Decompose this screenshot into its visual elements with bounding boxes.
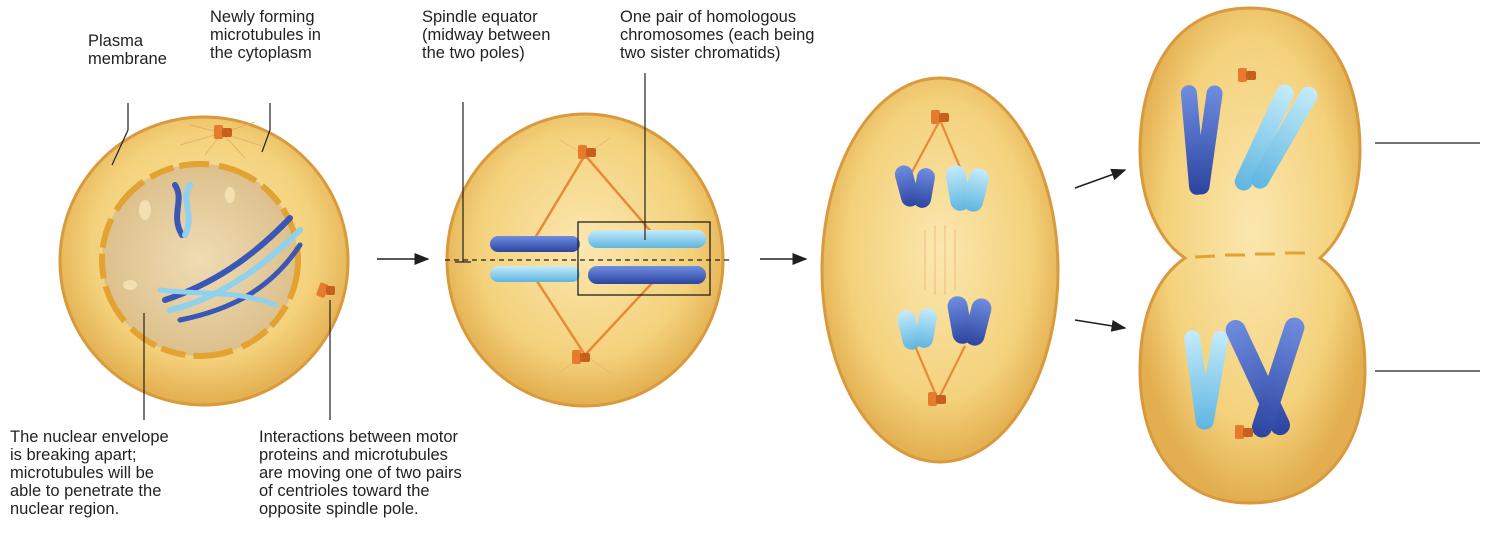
label-line: the cytoplasm [210,44,321,62]
label-line: Newly forming [210,8,321,26]
label-line: proteins and microtubules [259,446,462,464]
label-line: able to penetrate the [10,482,169,500]
label-line: the two poles) [422,44,550,62]
label-newly-forming: Newly forming microtubules in the cytopl… [210,8,321,62]
label-line: chromosomes (each being [620,26,814,44]
label-line: are moving one of two pairs [259,464,462,482]
label-line: opposite spindle pole. [259,500,462,518]
label-line: is breaking apart; [10,446,169,464]
label-nuclear-envelope: The nuclear envelope is breaking apart; … [10,428,169,518]
label-line: membrane [88,50,167,68]
label-line: microtubules in [210,26,321,44]
label-line: One pair of homologous [620,8,814,26]
label-line: Spindle equator [422,8,550,26]
label-spindle-equator: Spindle equator (midway between the two … [422,8,550,62]
label-line: (midway between [422,26,550,44]
label-line: Plasma [88,32,167,50]
label-line: nuclear region. [10,500,169,518]
label-line: Interactions between motor [259,428,462,446]
arrow-3-down [1075,320,1125,328]
label-line: The nuclear envelope [10,428,169,446]
label-homologous-pair: One pair of homologous chromosomes (each… [620,8,814,62]
label-line: microtubules will be [10,464,169,482]
label-line: two sister chromatids) [620,44,814,62]
label-plasma-membrane: Plasma membrane [88,32,167,68]
cell-prophase [60,117,348,405]
arrow-3-up [1075,170,1125,188]
cell-cytokinesis [1140,8,1365,503]
cell-anaphase [822,78,1058,462]
label-motor-proteins: Interactions between motor proteins and … [259,428,462,518]
cell-metaphase [445,114,733,406]
label-line: of centrioles toward the [259,482,462,500]
